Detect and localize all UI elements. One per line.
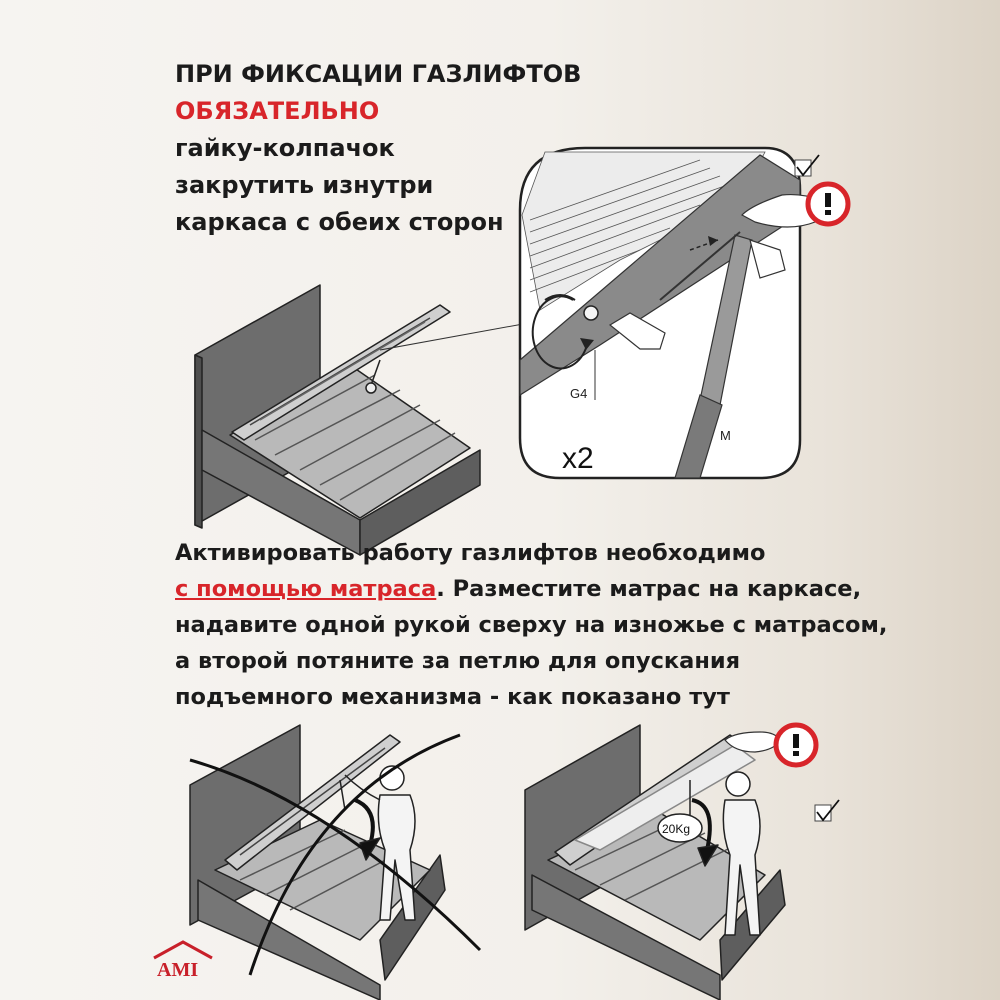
weight-label: 20Kg (662, 822, 690, 836)
mid-line-5: подъемного механизма - как показано тут (175, 684, 730, 710)
top-line-1: ПРИ ФИКСАЦИИ ГАЗЛИФТОВ (175, 60, 582, 88)
top-line-2-warning: ОБЯЗАТЕЛЬНО (175, 97, 380, 125)
mid-line-3: надавите одной рукой сверху на изножье с… (175, 612, 888, 638)
mid-line-1: Активировать работу газлифтов необходимо (175, 540, 766, 566)
checkmark-icon (794, 154, 820, 177)
bed-illustration-wrong (189, 724, 446, 1000)
mid-line-2: с помощью матраса. Разместите матрас на … (175, 571, 887, 607)
brand-logo: AMI (150, 940, 220, 981)
mid-line-2-rest: . Разместите матрас на каркасе, (436, 576, 862, 602)
checkmark-icon-bottom (814, 799, 840, 822)
leader-line (379, 319, 546, 351)
detail-view: G4 M x2 (518, 146, 823, 480)
label-count: x2 (562, 442, 594, 475)
label-m: M (720, 428, 731, 443)
top-instruction: ПРИ ФИКСАЦИИ ГАЗЛИФТОВ ОБЯЗАТЕЛЬНО гайку… (175, 56, 581, 241)
top-line-5: каркаса с обеих сторон (175, 208, 504, 236)
warning-icon (805, 181, 851, 227)
bed-illustration-correct (524, 724, 786, 1000)
middle-instruction: Активировать работу газлифтов необходимо… (175, 535, 887, 715)
logo-text: AMI (157, 959, 198, 980)
mid-line-2-warning: с помощью матраса (175, 576, 437, 602)
warning-icon-bottom (724, 722, 819, 768)
top-line-4: закрутить изнутри (175, 171, 434, 199)
mid-line-4: а второй потяните за петлю для опускания (175, 648, 741, 674)
label-g4: G4 (570, 386, 587, 401)
top-line-3: гайку-колпачок (175, 134, 395, 162)
wrong-cross (189, 733, 482, 976)
bed-illustration-top (194, 284, 481, 556)
